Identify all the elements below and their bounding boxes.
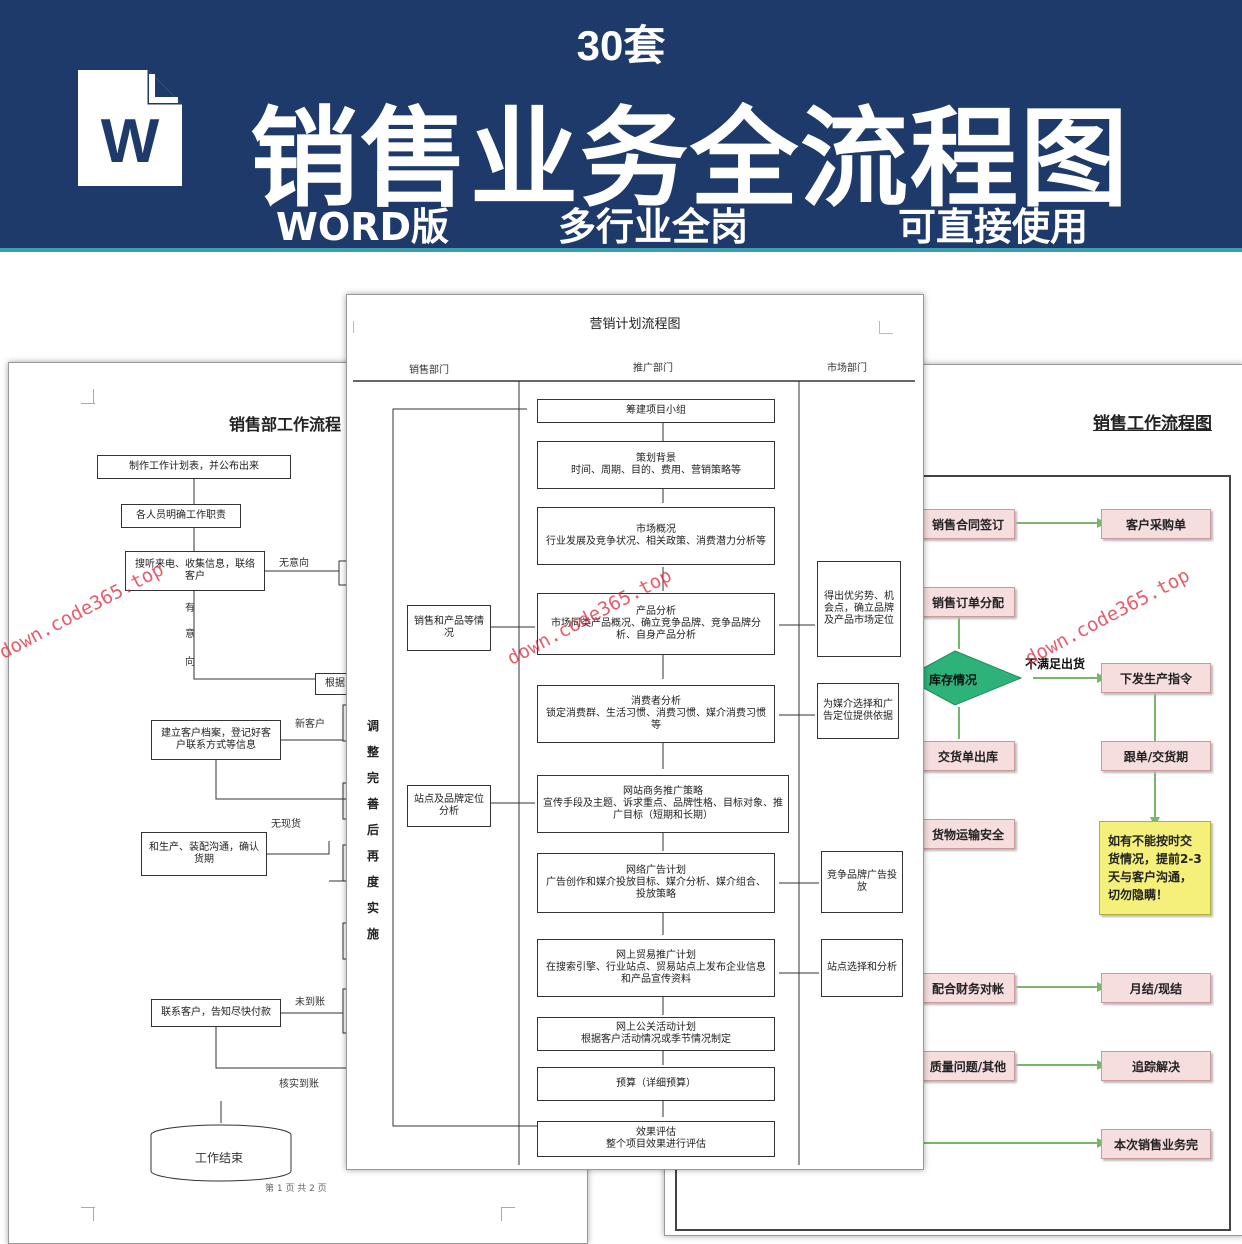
process-box: 跟单/交货期: [1101, 741, 1211, 771]
step-box: 筹建项目小组: [537, 399, 775, 423]
svg-text:W: W: [101, 107, 160, 176]
format-label: WORD版: [276, 205, 450, 249]
flow-box: 搜听来电、收集信息，联络客户: [125, 551, 265, 591]
flow-box: 建立客户档案，登记好客户联系方式等信息: [151, 720, 281, 760]
flow-label: 未到账: [295, 997, 325, 1008]
flow-label: 新客户: [295, 719, 325, 730]
process-box: 本次销售业务完: [1101, 1129, 1211, 1159]
column-header: 市场部门: [827, 363, 867, 374]
dept-box: 竞争品牌广告投放: [821, 851, 903, 913]
banner-title: 销售业务全流程图: [250, 97, 1131, 222]
step-box: 网络广告计划 广告创作和媒介投放目标、媒介分析、媒介组合、投放策略: [537, 853, 775, 913]
flow-label: 无意向: [279, 558, 309, 569]
flow-box: 根据: [315, 673, 355, 695]
dept-box: 得出优劣势、机会点，确立品牌及产品市场定位: [817, 561, 901, 657]
step-box: 预算（详细预算）: [537, 1067, 775, 1101]
flow-label: 意: [185, 629, 195, 640]
vertical-note: 调整 完善 后再 度实 施: [366, 719, 379, 941]
step-box: 网站商务推广策略 宣传手段及主题、诉求重点、品牌性格、目标对象、推广目标（短期和…: [537, 775, 789, 833]
step-box: 消费者分析 锁定消费群、生活习惯、消费习惯、媒介消费习惯等: [537, 685, 775, 743]
usage-label: 可直接使用: [898, 205, 1089, 249]
process-box: 月结/现结: [1101, 973, 1211, 1003]
process-box: 销售订单分配: [921, 587, 1015, 617]
process-box: 配合财务对帐: [921, 973, 1015, 1003]
step-box: 网上贸易推广计划 在搜索引擎、行业站点、贸易站点上发布企业信息和产品宣传资料: [537, 939, 775, 997]
flow-box: 联系客户，告知尽快付款: [151, 999, 281, 1027]
process-box: 交货单出库: [921, 741, 1015, 771]
process-box: 货物运输安全: [921, 819, 1015, 849]
flow-label: 无现货: [271, 819, 301, 830]
decision-label: 库存情况: [929, 673, 978, 687]
scope-label: 多行业全岗: [558, 205, 749, 249]
process-box: 下发生产指令: [1101, 663, 1211, 693]
column-header: 推广部门: [633, 363, 673, 374]
flow-box: 和生产、装配沟通，确认货期: [141, 832, 267, 876]
column-header: 销售部门: [409, 365, 449, 376]
note-box: 如有不能按时交货情况，提前2-3天与客户沟通，切勿隐瞒！: [1099, 821, 1211, 915]
center-page-title: 营销计划流程图: [589, 317, 681, 332]
process-box: 客户采购单: [1101, 509, 1211, 539]
flow-box: 制作工作计划表，并公布出来: [97, 455, 291, 479]
left-page-title: 销售部工作流程: [229, 415, 342, 434]
dept-box: 站点选择和分析: [821, 939, 903, 997]
step-box: 市场概况 行业发展及竞争状况、相关政策、消费潜力分析等: [537, 507, 775, 565]
process-box: 销售合同签订: [921, 509, 1015, 539]
center-document-page: 营销计划流程图 销售部门 推广部门 市场部门 筹建项目小组: [346, 294, 924, 1170]
step-box: 效果评估 整个项目效果进行评估: [537, 1121, 775, 1157]
flow-label: 不满足出货: [1025, 657, 1086, 671]
dept-box: 销售和产品等情况: [407, 605, 491, 651]
process-box: 质量问题/其他: [921, 1051, 1015, 1081]
page-footer: 第 1 页 共 2 页: [265, 1184, 327, 1194]
flow-label: 核实到账: [279, 1079, 319, 1090]
right-page-title: 销售工作流程图: [1093, 414, 1212, 434]
flow-label: 向: [185, 657, 195, 668]
end-cylinder: [150, 1124, 292, 1182]
step-box: 产品分析 市场同类产品概况、确立竞争品牌、竞争品牌分析、自身产品分析: [537, 593, 775, 655]
word-document-icon: W: [78, 70, 182, 186]
flow-box: 各人员明确工作职责: [121, 504, 241, 528]
end-label: 工作结束: [195, 1151, 244, 1165]
flow-label: 有: [185, 603, 195, 614]
dept-box: 站点及品牌定位分析: [407, 785, 491, 827]
step-box: 策划背景 时间、周期、目的、费用、营销策略等: [537, 441, 775, 489]
step-box: 网上公关活动计划 根据客户活动情况或季节情况制定: [537, 1017, 775, 1051]
set-count: 30套: [576, 22, 666, 69]
dept-box: 为媒介选择和广告定位提供依据: [817, 683, 899, 739]
center-connectors: [353, 321, 915, 1165]
banner: W 30套 销售业务全流程图 WORD版 多行业全岗 可直接使用: [0, 0, 1242, 252]
process-box: 追踪解决: [1101, 1051, 1211, 1081]
